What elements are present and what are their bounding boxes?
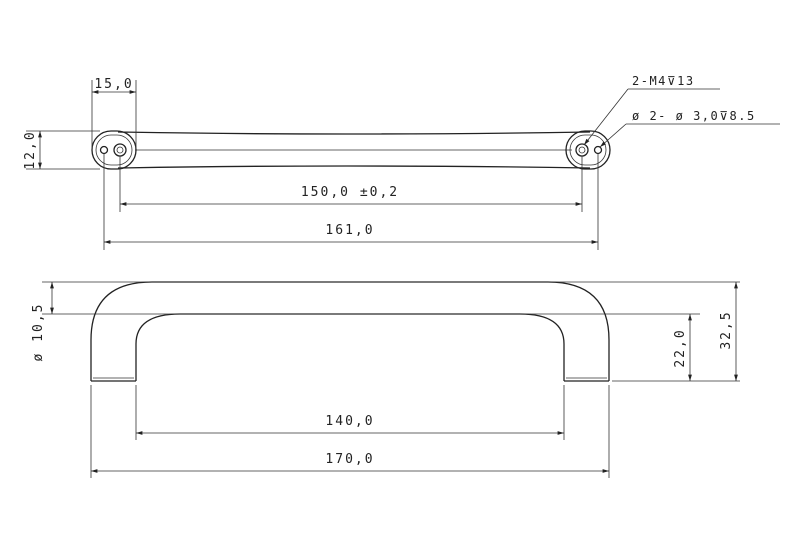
dim-height: 12,0: [23, 130, 100, 170]
dim-inner-height: 22,0: [673, 314, 692, 381]
dim-diameter-label: ø 10,5: [31, 303, 46, 362]
dim-inner-length: 140,0: [136, 414, 564, 435]
front-view-inner-profile: [135, 313, 565, 381]
callout-hole: ø 2- ø 3,0⊽8.5: [599, 109, 780, 148]
dim-end-width-label: 15,0: [94, 77, 133, 92]
dim-outer-length: 170,0: [91, 452, 609, 473]
right-end-boss: [565, 130, 611, 170]
dim-inner-height-label: 22,0: [673, 328, 688, 367]
front-view-outer-profile: [90, 281, 610, 381]
dim-inner-length-label: 140,0: [325, 414, 374, 429]
right-threaded-hole: [575, 143, 589, 157]
dim-total-height-label: 32,5: [719, 310, 734, 349]
callout-hole-label: ø 2- ø 3,0⊽8.5: [632, 109, 756, 123]
dim-hole-spacing-label: 150,0 ±0,2: [301, 185, 399, 200]
right-small-hole: [593, 145, 603, 155]
dim-total-height: 32,5: [719, 282, 738, 381]
left-small-hole: [99, 145, 109, 155]
left-threaded-hole: [113, 143, 127, 157]
dim-overall-length-label: 161,0: [325, 223, 374, 238]
dim-end-width: 15,0: [91, 77, 137, 148]
dim-overall-length: 161,0: [104, 223, 598, 244]
front-view: ø 10,5 22,0 32,5 140,0 170,0: [31, 281, 740, 478]
dim-height-label: 12,0: [23, 130, 38, 169]
top-view: 15,0 12,0 150,0 ±0,2 161,0 2-M4⊽13: [23, 74, 780, 250]
left-end-boss: [91, 130, 137, 170]
top-view-body-lower-edge: [117, 165, 591, 169]
top-view-body-upper-edge: [117, 131, 591, 135]
dim-outer-length-label: 170,0: [325, 452, 374, 467]
callout-thread: 2-M4⊽13: [583, 74, 720, 146]
dim-diameter: ø 10,5: [31, 282, 54, 362]
callout-thread-label: 2-M4⊽13: [632, 74, 695, 88]
dim-hole-spacing: 150,0 ±0,2: [120, 185, 582, 206]
